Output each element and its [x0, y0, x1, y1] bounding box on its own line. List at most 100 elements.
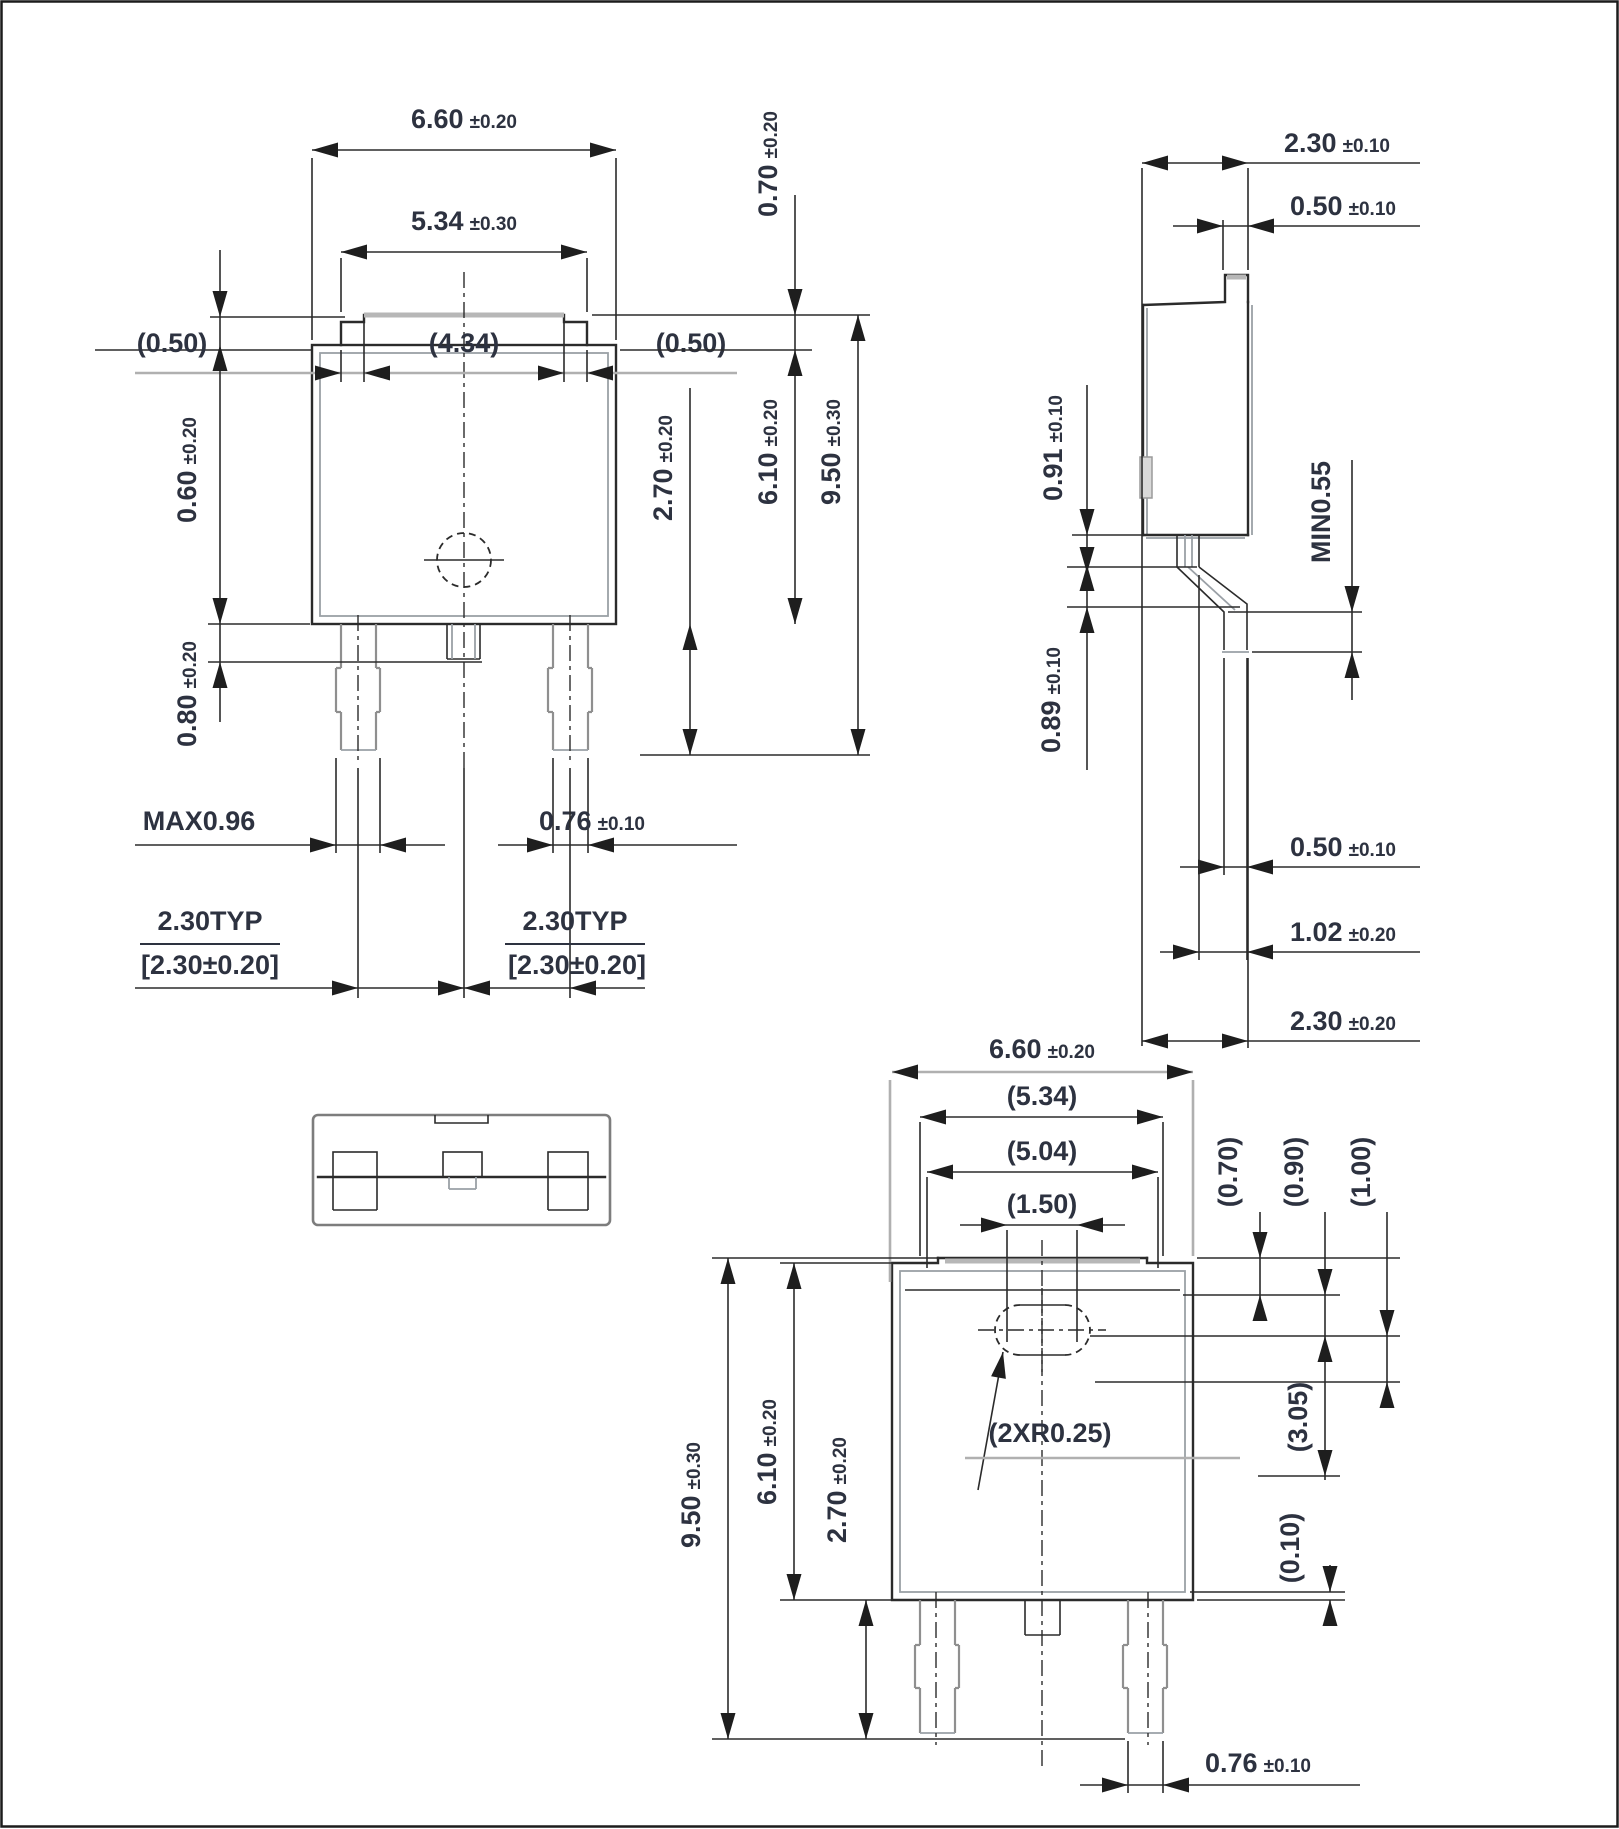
dim-slot-length-ref: (1.50): [1007, 1189, 1078, 1219]
dim-value: 5.34: [411, 206, 464, 236]
dim-front-body-width: 6.60 ±0.20: [311, 104, 617, 340]
dim-pitch-left-bracket: [2.30±0.20]: [141, 950, 279, 980]
svg-text:0.80±0.20: 0.80 ±0.20: [172, 641, 202, 747]
dim-tol: ±0.20: [1349, 925, 1396, 946]
dim-tol: ±0.20: [830, 1437, 851, 1484]
dim-slot-radius-ref: (2XR0.25): [988, 1418, 1111, 1448]
end-view: [311, 1113, 612, 1227]
dim-bottom-slot-length: (1.50): [960, 1189, 1125, 1342]
dim-value: 0.80: [172, 694, 202, 747]
svg-text:0.50±0.10: 0.50 ±0.10: [1290, 832, 1396, 862]
dim-edge-gap-ref: (0.10): [1275, 1513, 1305, 1584]
bottom-view: 6.60 ±0.20 (5.34) (5.04) (1.50): [676, 1034, 1400, 1793]
dim-tol: ±0.10: [1264, 1756, 1311, 1777]
svg-text:6.60±0.20: 6.60 ±0.20: [411, 104, 517, 134]
dim-front-tab-offsets: (0.50) (4.34) (0.50): [95, 318, 737, 382]
dim-side-standoff: MIN0.55: [1228, 460, 1362, 700]
dim-value: 6.60: [411, 104, 464, 134]
dim-bottom-lead-width: 0.76 ±0.10: [1080, 1741, 1360, 1793]
front-lead-left: [334, 624, 382, 751]
front-tab-right: [562, 313, 589, 347]
dim-value: 2.30: [1290, 1006, 1343, 1036]
dim-bottom-pad-width: (5.04): [926, 1136, 1159, 1268]
dim-value: 0.76: [1205, 1748, 1258, 1778]
dim-tol: ±0.20: [180, 417, 201, 464]
dim-side-tab-thickness: 0.50±0.10: [1173, 191, 1420, 270]
side-lead: [1176, 535, 1249, 653]
svg-text:9.50±0.30: 9.50 ±0.30: [676, 1442, 706, 1548]
dim-value: 0.70: [753, 164, 783, 217]
dim-tab-offset-right: (0.50): [656, 328, 727, 358]
dim-edge-ref-c: (1.00): [1346, 1137, 1376, 1208]
dim-value: 2.70: [822, 1490, 852, 1543]
dim-bottom-right-stack: (0.70) (0.90) (1.00) (3.05): [1090, 1137, 1400, 1480]
dim-tol: ±0.10: [1046, 395, 1067, 442]
svg-text:6.10±0.20: 6.10±0.20: [753, 399, 783, 505]
dim-value: 0.50: [1290, 832, 1343, 862]
svg-text:2.30±0.10: 2.30 ±0.10: [1284, 128, 1390, 158]
dim-pad-width-ref: (5.04): [1007, 1136, 1078, 1166]
svg-text:6.10±0.20: 6.10 ±0.20: [752, 1399, 782, 1505]
dim-side-lead-offsets: 0.91±0.10 0.89±0.10: [1036, 385, 1240, 770]
side-notch: [1139, 456, 1153, 499]
pin1-index-mark: [424, 532, 504, 588]
end-view-lead-center: [442, 1151, 483, 1190]
dim-tol: ±0.20: [760, 1399, 781, 1446]
dim-side-body-thickness: 2.30 ±0.10: [1141, 128, 1420, 1046]
dim-value: 2.30: [1284, 128, 1337, 158]
dim-tol: ±0.20: [761, 399, 782, 446]
svg-text:1.02±0.20: 1.02 ±0.20: [1290, 917, 1396, 947]
dim-tol: ±0.10: [598, 814, 645, 835]
dim-pitch-right-bracket: [2.30±0.20]: [508, 950, 646, 980]
dim-value: 0.76: [539, 806, 592, 836]
dim-value: 6.60: [989, 1034, 1042, 1064]
front-lead-right: [546, 624, 594, 751]
svg-text:0.50±0.10: 0.50±0.10: [1290, 191, 1396, 221]
dim-edge-ref-a: (0.70): [1213, 1137, 1243, 1208]
dim-bottom-body-width: 6.60 ±0.20: [888, 1034, 1195, 1282]
front-lead-center: [446, 624, 481, 660]
dim-front-right-stack: 0.70 ±0.20 6.10±0.20: [592, 111, 870, 624]
dim-front-overall-length: 9.50 ±0.30: [816, 315, 866, 755]
dim-value: 0.50: [1290, 191, 1343, 221]
dim-front-lead-length: 2.70±0.20: [640, 388, 870, 756]
dim-value: 6.10: [752, 1452, 782, 1505]
dim-bottom-left-stack: 9.50 ±0.30 6.10 ±0.20 2.70 ±0.20: [676, 1257, 1125, 1740]
bottom-lead-right: [1121, 1600, 1169, 1734]
dim-side-lead-thickness: 0.50 ±0.10: [1180, 658, 1420, 960]
dim-tol: ±0.20: [761, 111, 782, 158]
svg-text:9.50±0.30: 9.50 ±0.30: [816, 399, 846, 505]
dim-tol: ±0.10: [1343, 136, 1390, 157]
dim-bottom-tab-width: (5.34): [919, 1081, 1164, 1256]
svg-text:0.89±0.10: 0.89 ±0.10: [1036, 647, 1066, 753]
bottom-body-outline: [890, 1256, 1195, 1602]
end-view-lead-left: [332, 1151, 378, 1211]
dim-tol: ±0.20: [470, 112, 517, 133]
svg-text:0.60±0.20: 0.60±0.20: [172, 417, 202, 523]
side-view: 2.30±0.10 0.50±0.10 0.91±0.10 0.89±0.10: [1036, 128, 1420, 1049]
dim-value: 9.50: [676, 1495, 706, 1548]
dim-front-steps-left: 0.60±0.20 0.80 ±0.20: [172, 250, 482, 747]
dim-edge-ref-b: (0.90): [1279, 1137, 1309, 1208]
end-view-outline: [311, 1113, 612, 1227]
svg-text:0.76±0.10: 0.76 ±0.10: [1205, 1748, 1311, 1778]
dim-value: 9.50: [816, 452, 846, 505]
dim-side-foot-length: 1.02 ±0.20: [1160, 575, 1420, 960]
dim-tol: ±0.10: [1349, 840, 1396, 861]
svg-text:0.76±0.10: 0.76 ±0.10: [539, 806, 645, 836]
svg-text:0.70±0.20: 0.70 ±0.20: [753, 111, 783, 217]
dim-tol: ±0.20: [1048, 1042, 1095, 1063]
dim-tol: ±0.30: [684, 1442, 705, 1489]
dim-pad-depth-ref: (3.05): [1283, 1382, 1313, 1453]
dim-value: 1.02: [1290, 917, 1343, 947]
dim-tol: ±0.30: [824, 399, 845, 446]
svg-text:2.30±0.20: 2.30±0.20: [1290, 1006, 1396, 1036]
dim-tol: ±0.20: [180, 641, 201, 688]
dim-pitch-left-typ: 2.30TYP: [157, 906, 262, 936]
dim-tol: ±0.10: [1044, 647, 1065, 694]
dim-side-lead-span: 2.30 ±0.20: [1142, 658, 1420, 1049]
bottom-lead-left: [913, 1600, 961, 1734]
dim-value: 0.89: [1036, 700, 1066, 753]
